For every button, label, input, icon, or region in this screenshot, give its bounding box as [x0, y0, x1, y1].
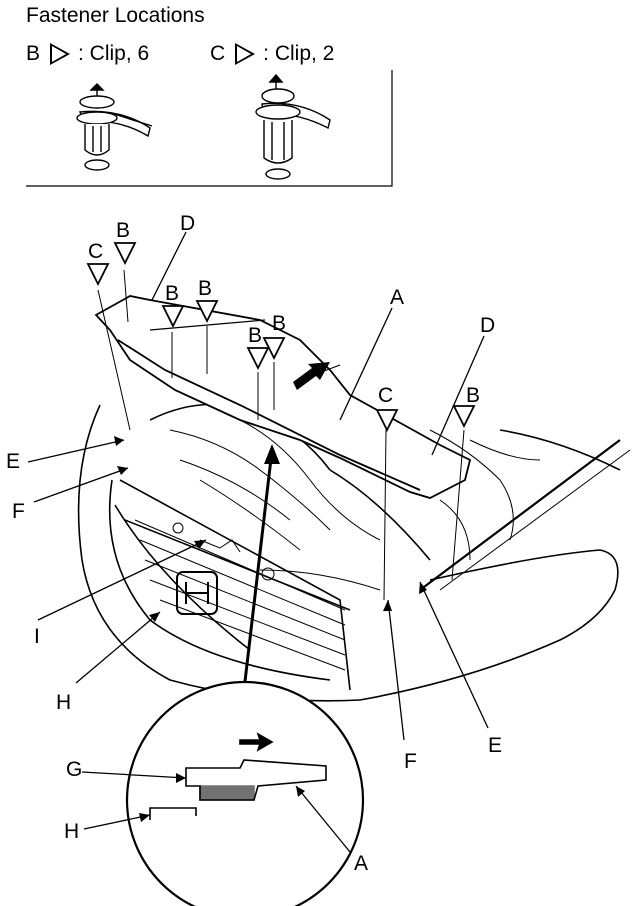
legend-text-b: : Clip, 6	[78, 42, 150, 65]
legend-letter-c: C	[210, 42, 226, 65]
label-e: E	[488, 734, 502, 757]
label-b: B	[466, 384, 480, 407]
diagram-title: Fastener Locations	[26, 4, 205, 27]
label-h: H	[56, 691, 71, 714]
clip-marker-icon	[161, 305, 185, 329]
clip-marker-icon	[375, 409, 399, 433]
leader-arrowheads	[114, 436, 427, 622]
legend-item-b: B : Clip, 6	[26, 42, 149, 66]
clip-marker-icon	[86, 263, 110, 287]
clip-c-illustration-icon	[255, 73, 331, 180]
clip-marker-icon	[113, 242, 137, 266]
label-b: B	[272, 312, 286, 335]
clip-marker-icon	[50, 43, 71, 65]
legend-text-c: : Clip, 2	[263, 42, 335, 65]
detail-leaders	[81, 771, 351, 853]
label-a: A	[390, 286, 404, 309]
label-b: B	[248, 324, 262, 347]
label-leaders	[27, 231, 489, 741]
clip-b-illustration-icon	[76, 83, 153, 171]
label-f: F	[12, 500, 25, 523]
label-b: B	[116, 219, 130, 242]
detail-section	[149, 732, 327, 820]
label-c: C	[378, 384, 393, 407]
clip-leader-lines	[97, 269, 465, 601]
legend-letter-b: B	[26, 42, 41, 65]
label-d: D	[480, 314, 495, 337]
clip-marker-icon	[235, 43, 256, 65]
clip-marker-icon	[262, 337, 286, 361]
clip-marker-icon	[452, 405, 476, 429]
label-b: B	[198, 277, 212, 300]
clip-markers	[86, 242, 476, 433]
emblem-icon	[176, 571, 218, 615]
clip-marker-icon	[195, 300, 219, 324]
clip-marker-icon	[246, 347, 270, 371]
label-d: D	[180, 212, 195, 235]
legend-item-c: C : Clip, 2	[210, 42, 334, 66]
label-f: F	[404, 750, 417, 773]
label-c: C	[88, 240, 103, 263]
label-h: H	[64, 820, 79, 843]
label-g: G	[66, 758, 82, 781]
label-a: A	[354, 852, 368, 875]
direction-arrow-icon	[293, 362, 330, 390]
label-i: I	[34, 625, 40, 648]
label-e: E	[6, 450, 20, 473]
label-b: B	[165, 282, 179, 305]
legend-frame	[26, 70, 393, 187]
